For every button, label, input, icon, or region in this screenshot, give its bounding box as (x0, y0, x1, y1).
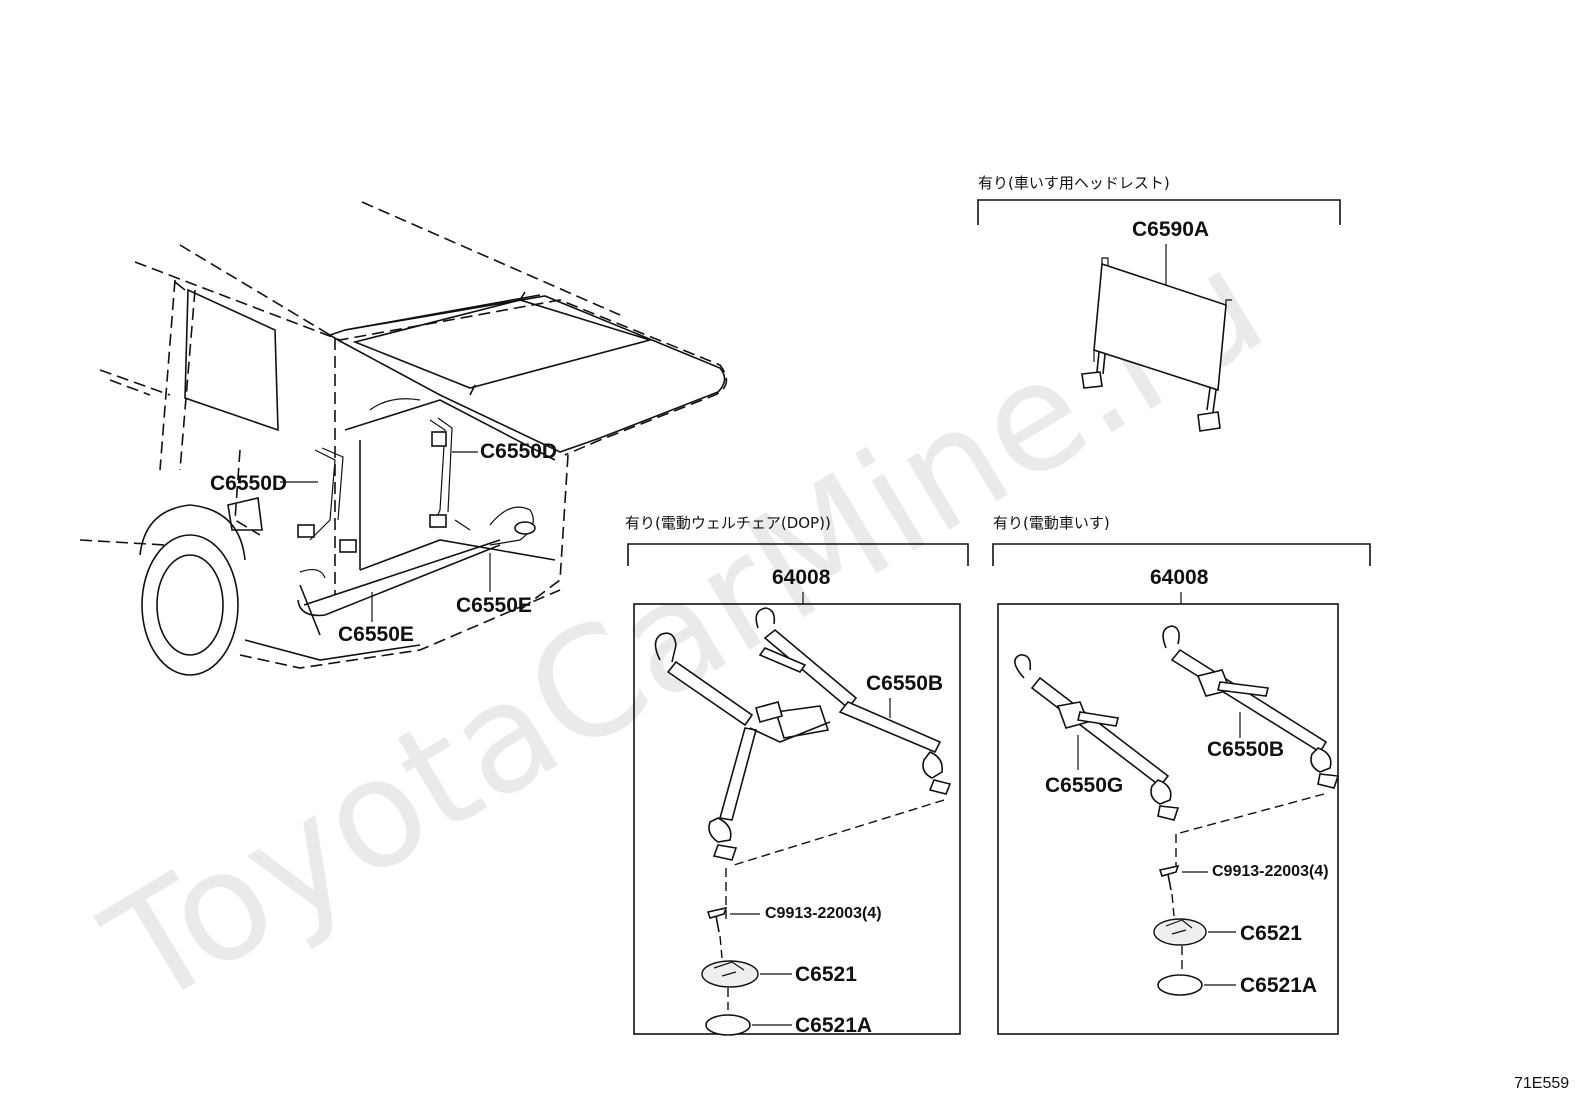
dop-detail-box (633, 603, 961, 1035)
dop-label-c6521a: C6521A (795, 1014, 872, 1037)
elec-section: 有り(電動車いす) 64008 C6550G C6550B C9913-2200… (992, 514, 1371, 1035)
diagram-id: 71E559 (1514, 1075, 1569, 1092)
label-c6550d-left: C6550D (210, 472, 287, 495)
dop-title: 有り(電動ウェルチェア(DOP)) (625, 514, 831, 532)
elec-label-c6550g: C6550G (1045, 774, 1123, 797)
dop-assembly-number: 64008 (772, 566, 831, 589)
elec-label-c6550b: C6550B (1207, 738, 1284, 761)
dop-section: 有り(電動ウェルチェア(DOP)) 64008 C9913-22003(4) C… (625, 514, 969, 1037)
elec-detail-box (997, 603, 1339, 1035)
dop-label-c6521: C6521 (795, 963, 857, 986)
label-c6550d-right: C6550D (480, 440, 557, 463)
headrest-title: 有り(車いす用ヘッドレスト) (978, 174, 1170, 192)
elec-label-c6521a: C6521A (1240, 974, 1317, 997)
headrest-section: 有り(車いす用ヘッドレスト) C6590A (977, 174, 1341, 432)
vehicle-drawing (79, 201, 728, 676)
label-c6550e-right: C6550E (456, 594, 532, 617)
elec-title: 有り(電動車いす) (993, 514, 1110, 532)
elec-assembly-number: 64008 (1150, 566, 1209, 589)
elec-label-screw: C9913-22003(4) (1212, 863, 1329, 880)
label-c6550e-left: C6550E (338, 623, 414, 646)
dop-label-c6550b: C6550B (866, 672, 943, 695)
dop-label-screw: C9913-22003(4) (765, 905, 882, 922)
elec-label-c6521: C6521 (1240, 922, 1302, 945)
label-c6590a: C6590A (1132, 218, 1209, 241)
